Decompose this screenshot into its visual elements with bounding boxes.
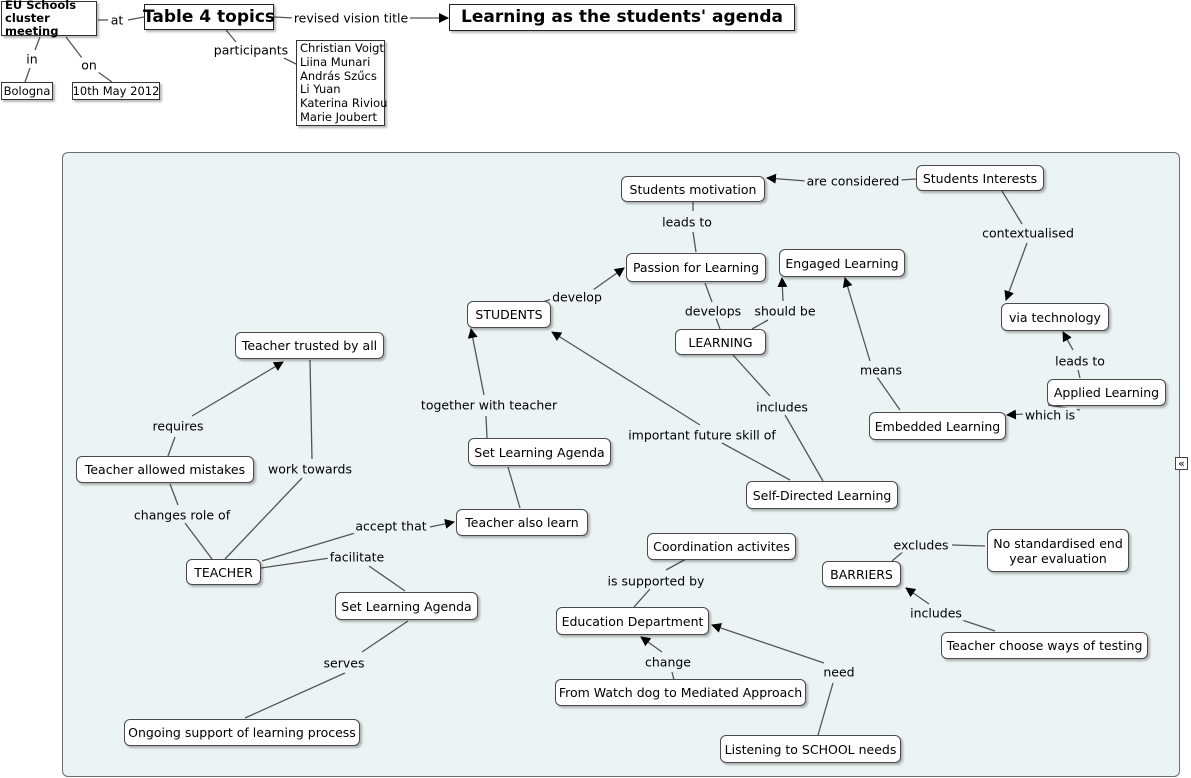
vision-title-node[interactable]: Learning as the students' agenda — [449, 4, 795, 31]
concept-teacher-also-learn[interactable]: Teacher also learn — [456, 509, 588, 536]
concept-set-learning-agenda-2[interactable]: Set Learning Agenda — [335, 592, 478, 620]
concept-students[interactable]: STUDENTS — [467, 301, 551, 328]
link-label-includes: includes — [754, 399, 810, 415]
link-label-facilitate: facilitate — [327, 549, 387, 565]
concept-teacher[interactable]: TEACHER — [186, 559, 261, 585]
participant-name: Li Yuan — [300, 82, 341, 97]
concept-barriers[interactable]: BARRIERS — [822, 561, 901, 587]
link-label-develop: develop — [550, 289, 604, 305]
concept-listening-to-school-needs[interactable]: Listening to SCHOOL needs — [720, 735, 901, 763]
participants-list[interactable]: Christian Voigt Liina Munari András Szűc… — [296, 40, 388, 126]
concept-teacher-trusted-by-all[interactable]: Teacher trusted by all — [235, 332, 384, 359]
link-label-includes-2: includes — [908, 605, 964, 621]
concept-watch-dog-to-mediated[interactable]: From Watch dog to Mediated Approach — [555, 679, 806, 706]
link-label-requires: requires — [150, 418, 206, 434]
participant-name: Christian Voigt — [300, 41, 384, 55]
link-label-serves: serves — [321, 655, 367, 671]
concept-students-interests[interactable]: Students Interests — [916, 165, 1044, 191]
concept-no-standardised-evaluation[interactable]: No standardised end year evaluation — [987, 529, 1129, 572]
participant-name: Katerina Riviou — [300, 96, 388, 111]
concept-learning[interactable]: LEARNING — [675, 329, 766, 355]
link-label-important-future-skill: important future skill of — [626, 427, 778, 443]
link-label-contextualised: contextualised — [980, 225, 1076, 241]
concept-engaged-learning[interactable]: Engaged Learning — [779, 249, 905, 277]
link-label-in: in — [24, 51, 40, 67]
link-label-means: means — [858, 362, 904, 378]
location-node[interactable]: Bologna — [1, 82, 53, 100]
link-label-leads-to-2: leads to — [1053, 353, 1107, 369]
link-label-on: on — [79, 57, 99, 73]
date-node[interactable]: 10th May 2012 — [72, 82, 160, 100]
concept-self-directed-learning[interactable]: Self-Directed Learning — [746, 481, 898, 509]
link-label-should-be: should be — [752, 303, 818, 319]
topic-node[interactable]: Table 4 topics — [143, 4, 275, 30]
concept-teacher-choose-testing[interactable]: Teacher choose ways of testing — [941, 632, 1148, 659]
participant-name: Marie Joubert — [300, 109, 377, 124]
link-label-changes-role-of: changes role of — [131, 507, 233, 523]
concept-passion-for-learning[interactable]: Passion for Learning — [626, 253, 766, 282]
link-label-are-considered: are considered — [804, 173, 902, 189]
link-label-revised-vision-title: revised vision title — [291, 10, 411, 26]
concept-applied-learning[interactable]: Applied Learning — [1047, 379, 1166, 406]
concept-set-learning-agenda-1[interactable]: Set Learning Agenda — [468, 438, 611, 466]
concept-teacher-allowed-mistakes[interactable]: Teacher allowed mistakes — [76, 456, 254, 483]
concept-via-technology[interactable]: via technology — [1001, 303, 1109, 331]
link-label-leads-to: leads to — [660, 214, 714, 230]
link-label-which-is: which is — [1022, 407, 1078, 423]
double-chevron-left-icon[interactable]: « — [1175, 457, 1188, 470]
link-label-change: change — [642, 654, 694, 670]
meeting-node[interactable]: EU Schools cluster meeting — [1, 0, 97, 38]
participant-name: András Szűcs — [300, 68, 377, 83]
concept-ongoing-support[interactable]: Ongoing support of learning process — [124, 719, 360, 746]
link-label-develops: develops — [682, 303, 744, 319]
link-label-excludes: excludes — [891, 537, 951, 553]
concept-embedded-learning[interactable]: Embedded Learning — [869, 412, 1006, 440]
link-label-at: at — [108, 12, 126, 28]
concept-education-department[interactable]: Education Department — [556, 607, 709, 635]
link-label-is-supported-by: is supported by — [605, 573, 707, 589]
participant-name: Liina Munari — [300, 54, 371, 69]
link-label-need: need — [821, 664, 857, 680]
link-label-accept-that: accept that — [353, 518, 429, 534]
concept-coordination-activites[interactable]: Coordination activites — [647, 533, 796, 560]
link-label-participants: participants — [211, 42, 291, 58]
link-label-work-towards: work towards — [265, 461, 355, 477]
concept-students-motivation[interactable]: Students motivation — [621, 176, 765, 202]
link-label-together-with-teacher: together with teacher — [418, 397, 560, 413]
